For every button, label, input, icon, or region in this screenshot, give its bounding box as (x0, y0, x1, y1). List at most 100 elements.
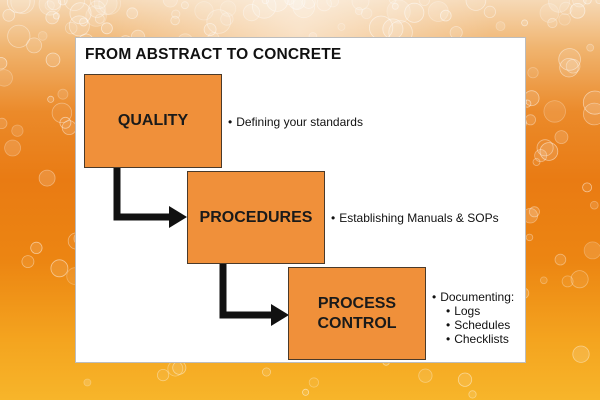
bubble (171, 9, 181, 19)
bubble (483, 5, 496, 18)
bubble (47, 95, 55, 103)
bubble (220, 0, 237, 17)
bubble (465, 0, 487, 11)
bubble (57, 0, 68, 6)
bubble (203, 23, 217, 36)
box-process-control-label-line2: CONTROL (317, 314, 397, 332)
bubble (30, 241, 43, 254)
note-subitem-schedules: Schedules (454, 318, 511, 332)
bubble (88, 0, 106, 18)
bubble (64, 0, 86, 11)
bubble (44, 0, 55, 11)
bullet-icon: • (432, 290, 437, 304)
bubble (93, 0, 118, 16)
flow-arrows (113, 166, 289, 326)
bubble (570, 270, 589, 289)
bubble (242, 4, 261, 22)
bubble (59, 116, 72, 129)
bubble (351, 0, 370, 11)
bubble (79, 17, 88, 27)
bubble (554, 253, 567, 266)
bullet-icon: • (446, 318, 451, 332)
bubble (583, 241, 600, 260)
bubble (528, 206, 540, 218)
bubble (38, 0, 62, 16)
bubble (389, 0, 397, 4)
bubble (284, 0, 295, 6)
bubble (539, 276, 548, 285)
note-subitem: •Schedules (432, 318, 514, 332)
bubble (52, 12, 60, 20)
box-quality-label: QUALITY (117, 112, 189, 130)
bubble (527, 67, 539, 79)
bubble (21, 255, 35, 269)
note-quality-text: Defining your standards (236, 115, 363, 129)
bubble (57, 88, 69, 100)
bubble (4, 139, 22, 157)
bubble (316, 0, 332, 12)
note-subitem: •Checklists (432, 332, 514, 346)
bubble (6, 0, 31, 14)
bubble (548, 0, 570, 13)
bubble (386, 0, 411, 24)
bubble (525, 233, 534, 242)
bubble (0, 117, 8, 129)
bubble (126, 7, 138, 19)
box-process-control-label-line1: PROCESS (317, 295, 397, 313)
bubble (26, 37, 42, 54)
bubble (572, 345, 590, 363)
bubble (261, 0, 270, 5)
bubble (0, 69, 13, 87)
bubble (354, 7, 363, 15)
bubble (404, 2, 425, 23)
bubble (360, 7, 373, 20)
note-process-control-text: Documenting: (440, 290, 515, 304)
note-subitem: •Logs (432, 304, 514, 318)
note-subitem-checklists: Checklists (454, 332, 509, 346)
bubble (301, 0, 316, 9)
bubble (554, 130, 569, 145)
bubble (47, 0, 62, 11)
diagram-title: FROM ABSTRACT TO CONCRETE (85, 46, 342, 63)
box-procedures: PROCEDURES (187, 171, 325, 264)
bubble (51, 102, 73, 124)
bubble (559, 1, 573, 15)
bubble (589, 200, 599, 210)
bullet-icon: • (446, 332, 451, 346)
arrow-quality-to-procedures (113, 166, 171, 221)
box-procedures-label: PROCEDURES (199, 208, 313, 226)
arrowhead-process-control (271, 304, 289, 326)
note-subitem-logs: Logs (454, 304, 481, 318)
bubble (457, 372, 473, 387)
bubble (559, 57, 579, 78)
bullet-icon: • (446, 304, 451, 318)
bubble (521, 19, 528, 27)
note-quality: •Defining your standards (228, 115, 363, 129)
bubble (586, 43, 595, 52)
bubble (37, 31, 48, 41)
bubble (539, 142, 559, 161)
bubble (427, 1, 449, 22)
bubble (569, 3, 586, 19)
bubble (418, 0, 430, 6)
box-quality: QUALITY (84, 74, 222, 168)
bubble (252, 0, 277, 19)
bubble (64, 21, 78, 35)
bubble (558, 13, 571, 26)
bubble (180, 1, 189, 10)
bubble (94, 13, 105, 24)
bubble (326, 0, 339, 8)
bubble (83, 378, 92, 387)
bubble (539, 3, 560, 23)
arrowhead-procedures (169, 206, 187, 228)
bubble (89, 0, 108, 9)
bullet-icon: • (331, 211, 336, 225)
bubble (10, 0, 35, 15)
bubble (38, 169, 56, 187)
bubble (7, 24, 31, 48)
bubble (45, 52, 61, 68)
bubble (2, 8, 16, 22)
bubble (194, 1, 214, 21)
arrow-procedures-to-process-control (219, 264, 273, 319)
bubble (439, 9, 452, 22)
